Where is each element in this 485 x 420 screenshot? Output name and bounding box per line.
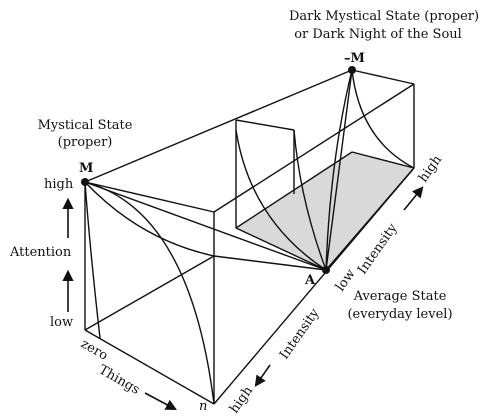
slice-top-edge [235, 119, 295, 131]
plane-right-edge [325, 167, 415, 271]
things-zero-label: zero [78, 336, 110, 363]
attention-label: Attention [9, 245, 72, 260]
front-diagonal [84, 255, 215, 331]
front-top-edge [84, 181, 215, 213]
things-n-label: n [199, 399, 207, 414]
average-state-line2: (everyday level) [347, 307, 452, 322]
curve-m-down [84, 181, 101, 339]
intensity-front-arrow [254, 364, 271, 387]
darkm-to-a-line [325, 69, 353, 271]
curve-darkm-to-a [325, 69, 353, 271]
plane-left-edge [235, 151, 353, 229]
attention-low-label: low [50, 315, 73, 330]
m-to-a-line [84, 181, 327, 271]
things-label: Things [96, 362, 142, 397]
intensity-back-arrow [403, 186, 424, 211]
point-m [81, 178, 89, 186]
box-frame [84, 69, 415, 405]
back-top-short-edge [351, 69, 415, 85]
curve-slice-to-a [235, 129, 327, 271]
plane-front-edge [235, 227, 327, 271]
curve-m-to-n [84, 181, 215, 405]
dark-state-title-line2: or Dark Night of the Soul [294, 27, 462, 42]
plane-back-edge [351, 151, 415, 169]
mystical-state-line2: (proper) [58, 135, 113, 150]
dark-m-label: –M [344, 51, 365, 66]
top-front-edge [213, 83, 415, 213]
curve-m-to-mid [84, 181, 215, 257]
a-label: A [304, 273, 316, 288]
mid-link [213, 255, 327, 271]
intensity-high-label: high [416, 152, 445, 185]
dark-state-title-line1: Dark Mystical State (proper) [289, 9, 479, 24]
average-state-line1: Average State [353, 289, 447, 304]
attention-high-label: high [44, 177, 74, 192]
top-back-edge [84, 69, 353, 183]
state-curves [84, 69, 415, 405]
m-label: M [79, 161, 93, 176]
point-a [322, 266, 330, 274]
curve-slice-right [293, 129, 327, 271]
average-plane-shade [236, 152, 414, 270]
curve-darkm-to-high [351, 69, 415, 169]
mystical-state-line1: Mystical State [38, 118, 133, 133]
intensity-front-high-label: high [227, 383, 256, 416]
intensity-front-label: Intensity [277, 305, 323, 362]
point-dark-m [348, 66, 356, 74]
front-bottom-edge [84, 329, 215, 405]
things-arrow [144, 392, 177, 411]
